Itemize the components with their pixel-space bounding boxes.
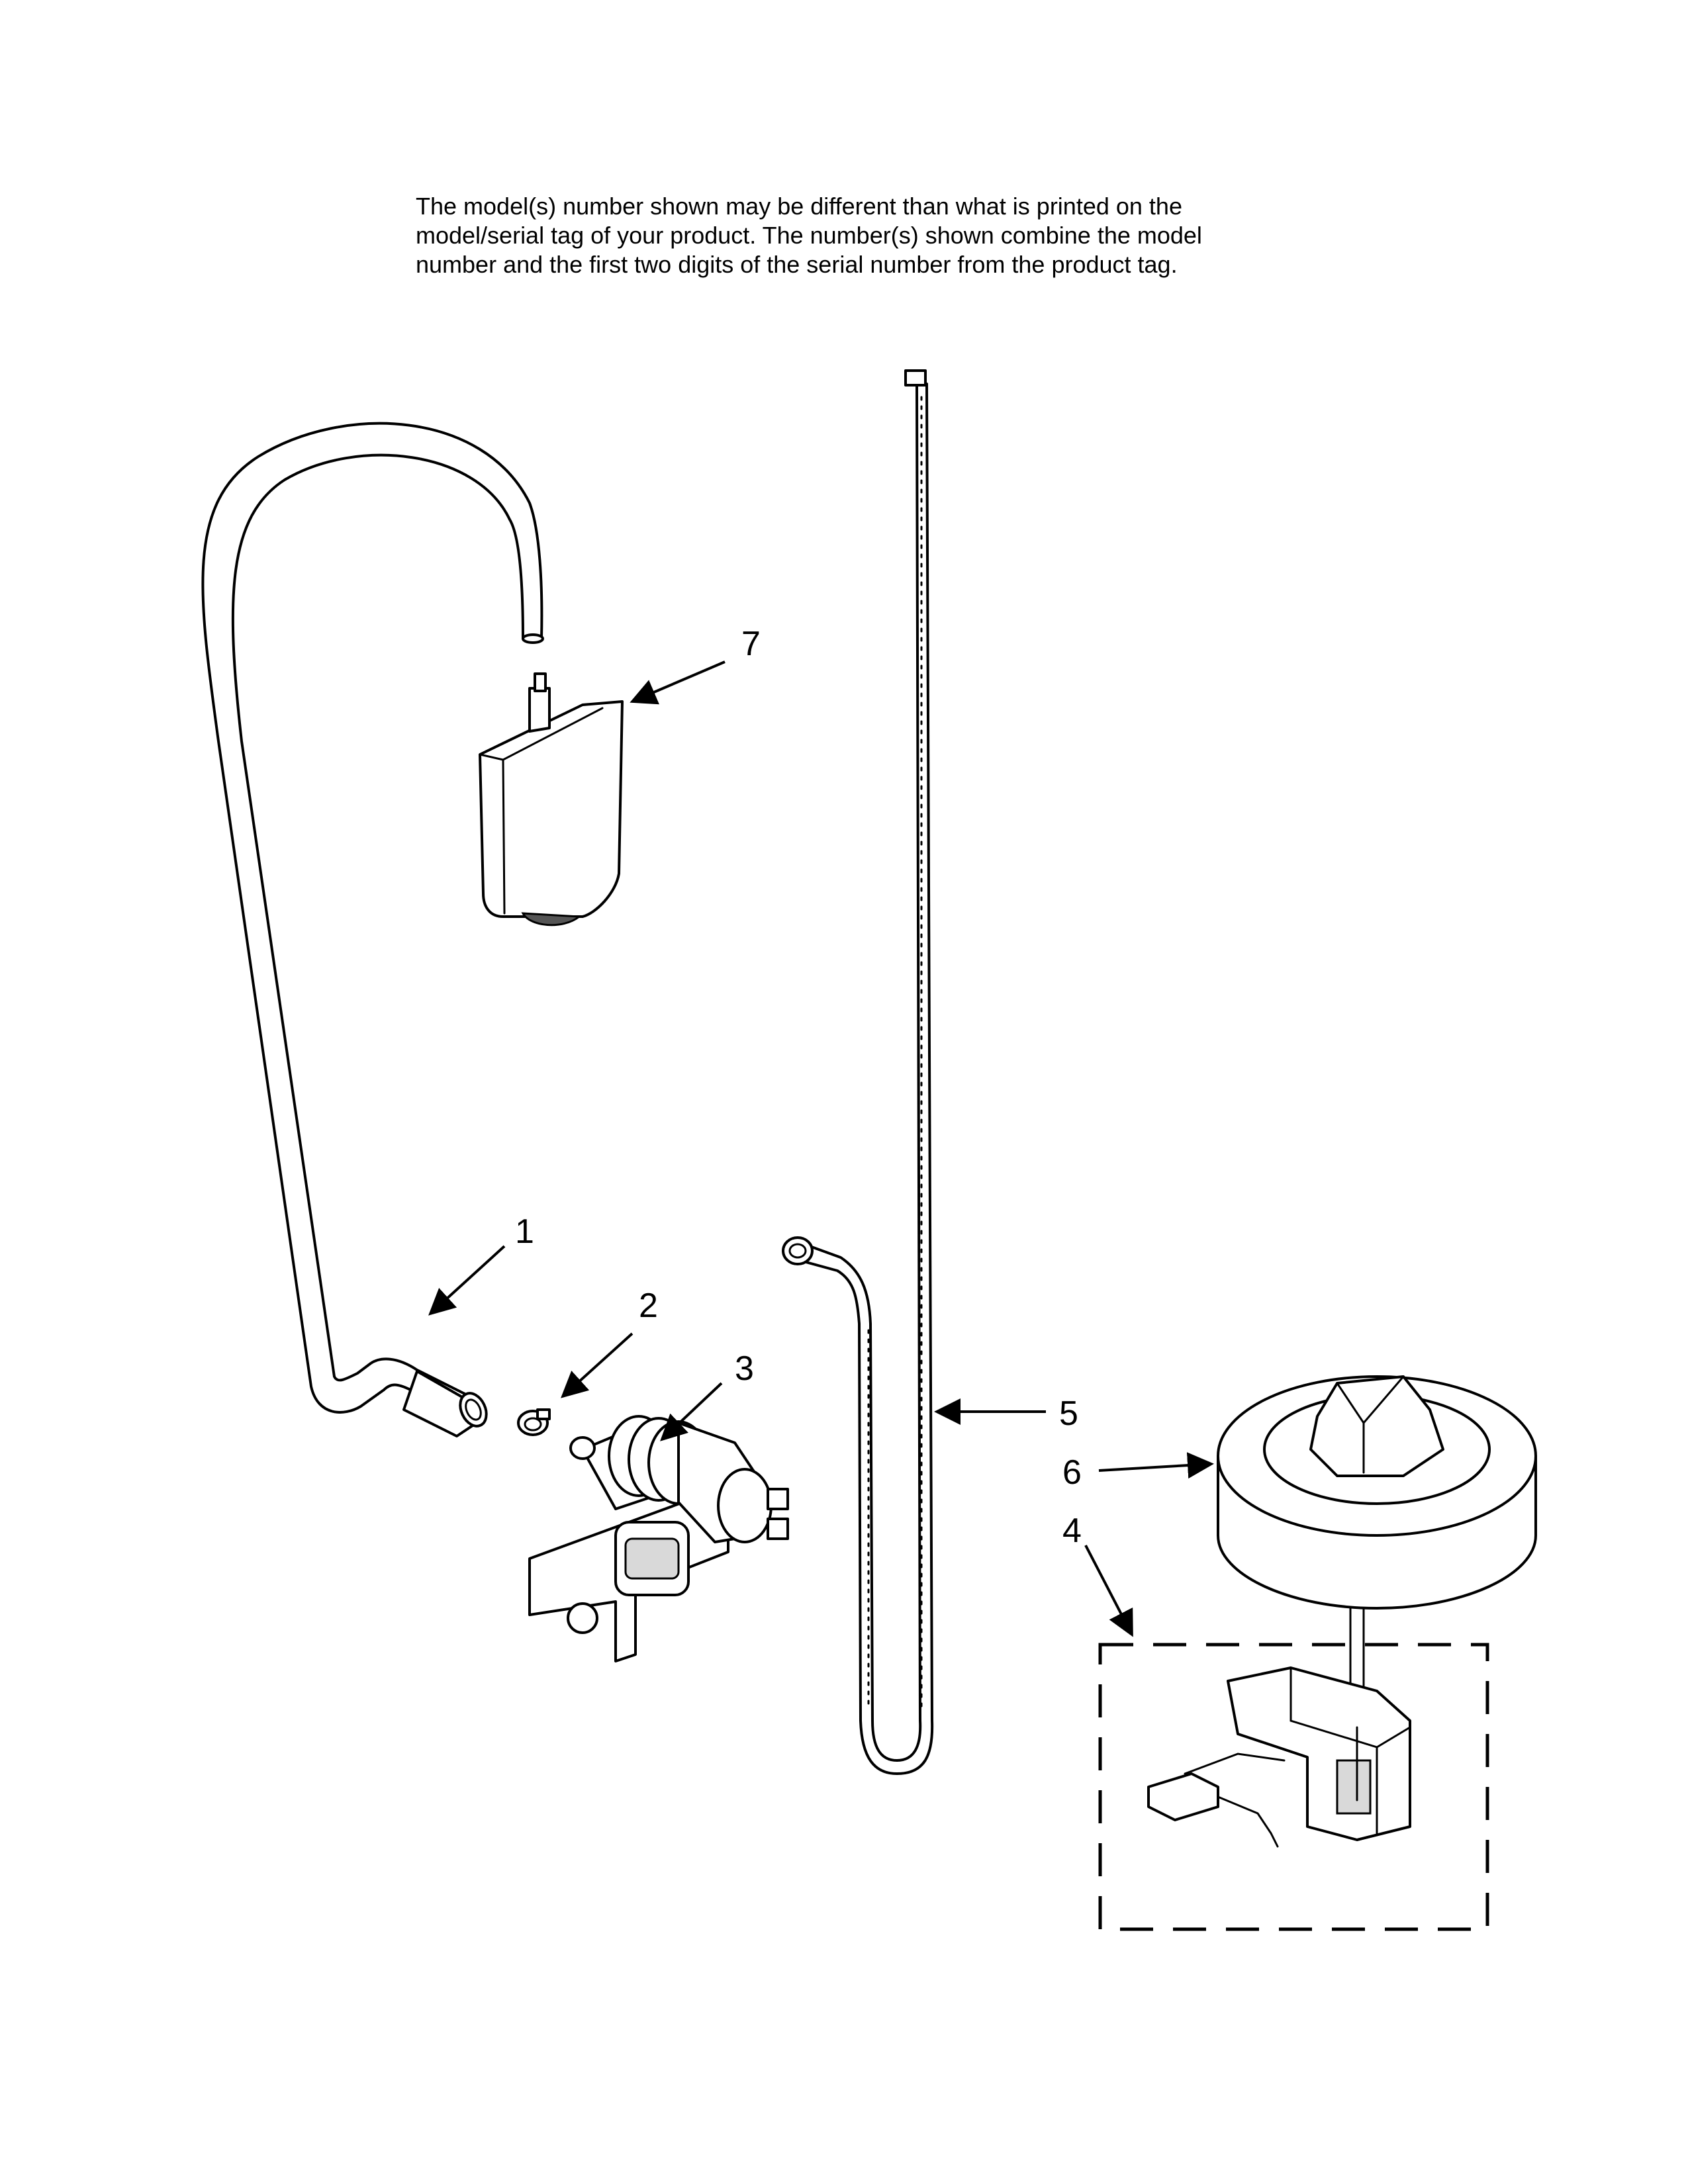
vent-part xyxy=(479,672,624,927)
disclaimer-text: The model(s) number shown may be differe… xyxy=(416,192,1342,279)
callout-number-7: 7 xyxy=(741,625,761,663)
callout-number-5: 5 xyxy=(1059,1394,1078,1433)
callout-4: 4 xyxy=(1062,1512,1133,1637)
float-part xyxy=(1217,1375,1537,1735)
disclaimer-line-2: model/serial tag of your product. The nu… xyxy=(416,222,1202,249)
callout-number-1: 1 xyxy=(515,1212,534,1251)
disclaimer-line-1: The model(s) number shown may be differe… xyxy=(416,193,1182,220)
callout-2: 2 xyxy=(561,1287,658,1398)
switch-assembly-part xyxy=(1098,1643,1489,1931)
callout-number-2: 2 xyxy=(639,1287,658,1325)
callout-number-6: 6 xyxy=(1062,1453,1082,1492)
callout-number-3: 3 xyxy=(735,1349,754,1388)
callout-1: 1 xyxy=(428,1212,534,1316)
fill-hose-part xyxy=(201,422,544,1437)
callout-7: 7 xyxy=(630,625,761,705)
clamp-part xyxy=(517,1408,551,1436)
callout-number-4: 4 xyxy=(1062,1512,1082,1550)
tube-part xyxy=(782,369,934,1775)
disclaimer-line-3: number and the first two digits of the s… xyxy=(416,251,1178,278)
callout-3: 3 xyxy=(660,1349,754,1441)
callout-5: 5 xyxy=(934,1394,1078,1433)
water-valve-part xyxy=(528,1415,789,1662)
callout-6: 6 xyxy=(1062,1452,1214,1492)
